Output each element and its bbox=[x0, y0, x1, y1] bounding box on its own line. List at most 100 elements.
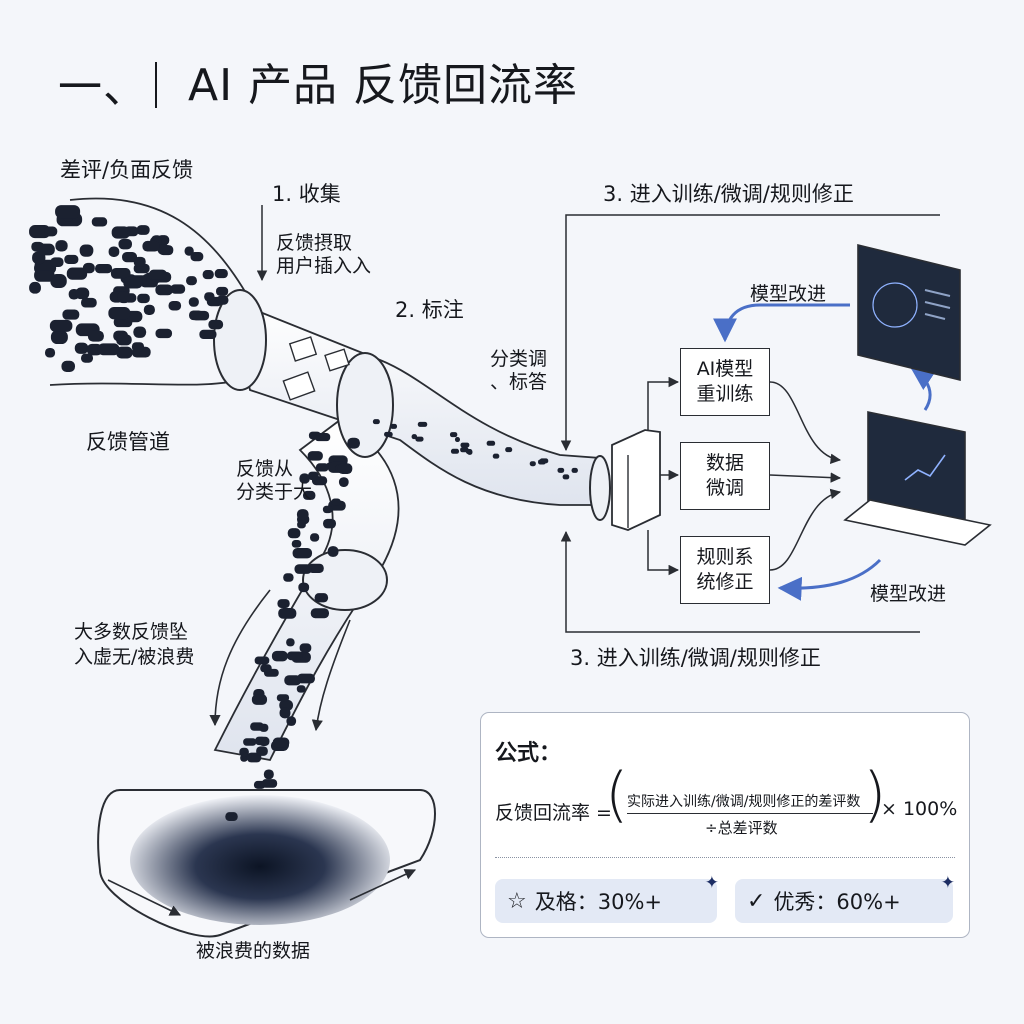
feedback-particle bbox=[372, 419, 380, 425]
excellent-threshold: 优秀：60%+ bbox=[773, 890, 901, 914]
feedback-particle bbox=[260, 664, 272, 673]
document-icon bbox=[288, 336, 318, 362]
feedback-particle bbox=[136, 225, 150, 235]
feedback-particle bbox=[296, 509, 309, 520]
pipe-ring-2 bbox=[336, 352, 394, 458]
feedback-particle bbox=[191, 310, 210, 321]
checkmark-icon: ✓ bbox=[747, 888, 766, 914]
feedback-particle bbox=[81, 297, 97, 308]
arrow-to-rules bbox=[647, 530, 680, 576]
label-pipeline: 反馈管道 bbox=[86, 430, 170, 454]
feedback-particle bbox=[123, 276, 143, 289]
feedback-particle bbox=[133, 256, 146, 267]
arrow-finetune-monitor bbox=[769, 472, 842, 483]
arrow-retrain-monitor bbox=[769, 381, 842, 465]
feedback-particle bbox=[297, 520, 306, 529]
feedback-particle bbox=[202, 270, 214, 280]
feedback-particle bbox=[390, 423, 398, 429]
feedback-particle bbox=[505, 447, 513, 453]
feedback-particle bbox=[74, 342, 89, 354]
feedback-particle bbox=[131, 342, 145, 352]
feedback-particle bbox=[308, 431, 321, 440]
feedback-particle bbox=[55, 205, 81, 219]
feedback-particle bbox=[258, 736, 270, 747]
label-model-improve-bottom: 模型改进 bbox=[870, 583, 947, 605]
feedback-particle bbox=[29, 281, 41, 294]
box-rule-system-fix: 规则系 统修正 bbox=[680, 536, 770, 604]
label-lost-note: 大多数反馈坠 入虚无/被浪费 bbox=[74, 621, 195, 668]
feedback-particle bbox=[62, 309, 80, 320]
feedback-particle bbox=[133, 326, 147, 338]
feedback-particle bbox=[276, 694, 290, 702]
feedback-particle bbox=[450, 448, 460, 454]
feedback-particle bbox=[110, 267, 131, 279]
feedback-particle bbox=[29, 225, 51, 239]
feedback-particle bbox=[117, 333, 129, 345]
model-panel-screen bbox=[857, 243, 961, 382]
badge-excellent: ✓ 优秀：60%+ ✦ bbox=[735, 873, 955, 923]
feedback-particle bbox=[95, 263, 113, 274]
feedback-particle bbox=[337, 463, 353, 474]
feedback-particle bbox=[331, 498, 341, 506]
feedback-particle bbox=[296, 685, 306, 693]
feedback-particle bbox=[263, 769, 274, 780]
feedback-particle bbox=[254, 656, 270, 665]
feedback-particle bbox=[292, 547, 313, 559]
feedback-particle bbox=[37, 243, 55, 256]
feedback-particle bbox=[338, 477, 349, 487]
label-step-train-bottom: 3. 进入训练/微调/规则修正 bbox=[570, 646, 821, 670]
feedback-particle bbox=[137, 293, 150, 304]
feedback-particle bbox=[347, 437, 360, 449]
pit-hole bbox=[130, 795, 390, 925]
feedback-particle bbox=[66, 267, 88, 280]
feedback-particle bbox=[287, 528, 301, 539]
feedback-particle bbox=[190, 251, 204, 262]
label-step-annotate-detail: 分类调 、标答 bbox=[490, 348, 548, 393]
feedback-particle bbox=[314, 593, 329, 603]
label-step-collect-detail: 反馈摂取 用户插入入 bbox=[276, 232, 372, 277]
feedback-particle bbox=[277, 599, 290, 609]
feedback-particle bbox=[111, 226, 131, 239]
formula-heading: 公式： bbox=[495, 741, 562, 766]
formula-card: 公式： 反馈回流率 = ( 实际进入训练/微调/规则修正的差评数 ÷总差评数 )… bbox=[480, 712, 970, 938]
feedback-particle bbox=[322, 505, 333, 514]
feedback-particle bbox=[44, 226, 58, 237]
feedback-particle bbox=[186, 276, 197, 286]
arrow-down-left bbox=[209, 589, 271, 727]
feedback-particle bbox=[199, 329, 217, 340]
label-step-train-top: 3. 进入训练/微调/规则修正 bbox=[603, 182, 854, 206]
badge-pass: ☆ 及格：30%+ ✦ bbox=[495, 873, 719, 923]
feedback-particle bbox=[243, 738, 257, 746]
pass-threshold: 及格：30%+ bbox=[534, 890, 663, 914]
feedback-particle bbox=[562, 474, 570, 480]
feedback-particle bbox=[539, 458, 549, 464]
feedback-particle bbox=[50, 273, 67, 289]
feedback-particle bbox=[117, 291, 131, 304]
feedback-particle bbox=[81, 353, 93, 363]
feedback-particle bbox=[460, 447, 469, 453]
feedback-particle bbox=[64, 254, 79, 265]
label-step-annotate: 2. 标注 bbox=[395, 298, 464, 322]
feedback-particle bbox=[384, 431, 393, 437]
feedback-particle bbox=[122, 252, 138, 263]
feedback-particle bbox=[170, 284, 186, 294]
formula-denominator: ÷总差评数 bbox=[705, 819, 778, 837]
feedback-particle bbox=[143, 304, 155, 315]
feedback-particle bbox=[50, 330, 68, 345]
feedback-particle bbox=[327, 546, 339, 557]
feedback-particle bbox=[492, 453, 500, 459]
feedback-particle bbox=[246, 752, 262, 763]
feedback-particle bbox=[259, 723, 269, 732]
feedback-particle bbox=[87, 330, 104, 342]
pipe-ring-1 bbox=[213, 289, 267, 391]
feedback-particle bbox=[261, 779, 278, 788]
feedback-particle bbox=[286, 638, 295, 647]
label-classify-note: 反馈从 分类于大 bbox=[236, 458, 313, 503]
feedback-particle bbox=[184, 246, 194, 256]
sparkle-icon: ✦ bbox=[704, 873, 719, 893]
feedback-particle bbox=[286, 651, 303, 661]
feedback-particle bbox=[49, 319, 73, 332]
filter-block bbox=[611, 429, 661, 531]
